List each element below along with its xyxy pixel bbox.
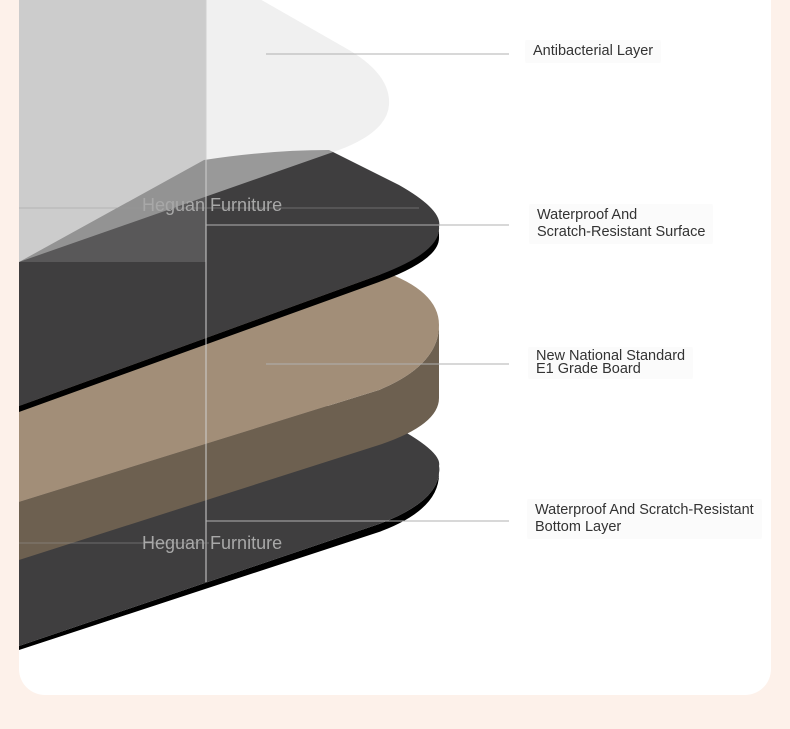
surface-layer-edge — [19, 227, 440, 412]
antibacterial-layer-left — [19, 0, 206, 262]
watermark-lower: Heguan Furniture — [142, 533, 283, 553]
label-line: E1 Grade Board — [536, 361, 641, 377]
layer-stack-illustration — [19, 0, 509, 650]
label-antibacterial-layer: Antibacterial Layer — [525, 40, 662, 63]
label-waterproof-surface: Waterproof And Scratch-Resistant Surface — [529, 204, 714, 244]
board-side — [19, 325, 439, 560]
label-line: Waterproof And — [537, 207, 638, 223]
label-e1-board: New National Standard E1 Grade Board — [528, 347, 694, 379]
label-line: New National Standard — [536, 348, 686, 364]
label-line: Bottom Layer — [535, 519, 622, 535]
label-line: Waterproof And Scratch-Resistant — [535, 502, 754, 518]
antibacterial-layer — [19, 0, 390, 262]
label-bottom-layer: Waterproof And Scratch-Resistant Bottom … — [527, 499, 762, 539]
label-line: Antibacterial Layer — [533, 43, 654, 59]
watermark-upper: Heguan Furniture — [142, 195, 283, 215]
board-top — [19, 270, 439, 502]
label-line: Scratch-Resistant Surface — [537, 224, 706, 240]
